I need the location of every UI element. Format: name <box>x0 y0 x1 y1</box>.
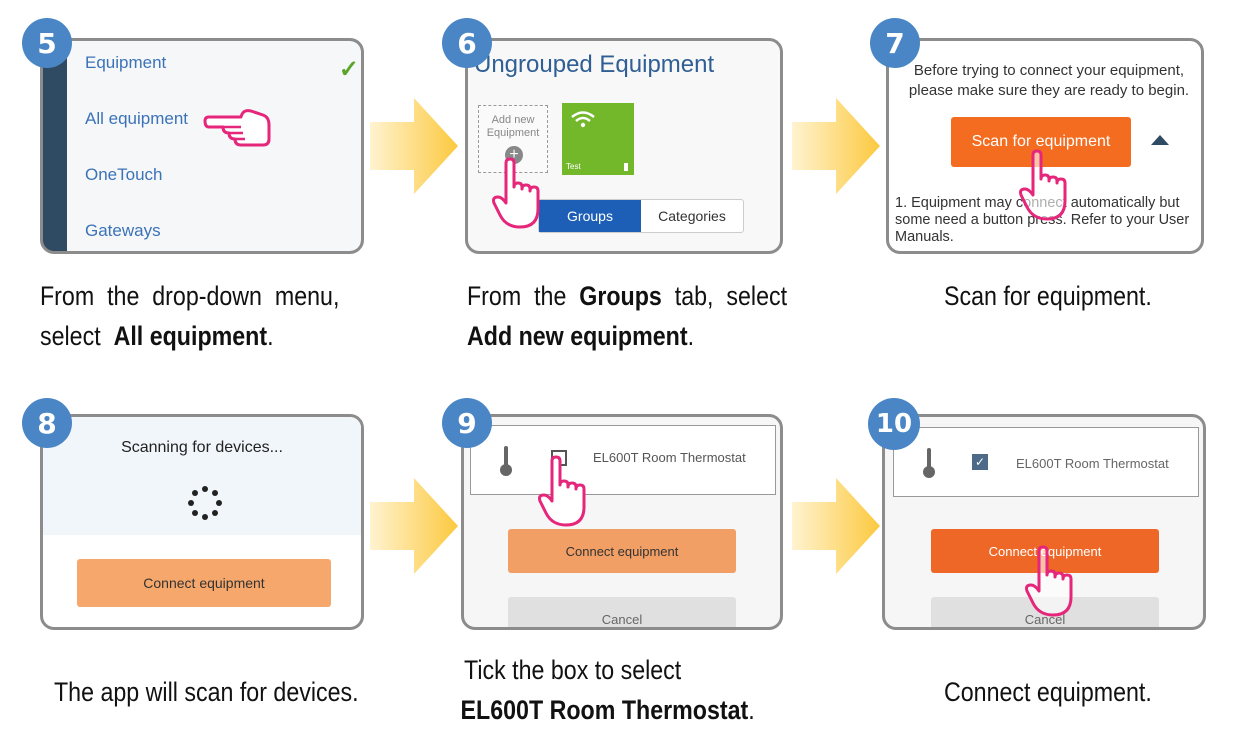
next-arrow-icon <box>370 98 458 194</box>
add-new-label: Add new Equipment <box>486 114 540 139</box>
check-icon: ✓ <box>338 56 359 83</box>
next-arrow-icon <box>792 98 880 194</box>
screen-step-7: Before trying to connect your equipment,… <box>886 38 1204 254</box>
step-badge-10: 10 <box>868 398 920 450</box>
device-row[interactable]: EL600T Room Thermostat <box>470 425 776 495</box>
pointing-hand-icon <box>203 109 271 147</box>
next-arrow-icon <box>370 478 458 574</box>
wifi-icon <box>571 111 595 128</box>
menu-item-gateways[interactable]: Gateways <box>85 221 161 240</box>
caption-text: . <box>267 321 274 351</box>
tile-label: Test <box>566 162 581 171</box>
cancel-button[interactable]: Cancel <box>508 597 736 627</box>
pointing-hand-icon <box>1025 545 1073 617</box>
caption-text: select <box>40 321 101 351</box>
pointing-hand-icon <box>492 157 540 229</box>
step-badge-7: 7 <box>870 18 920 68</box>
caption-text: . <box>687 321 695 351</box>
caption-line: Add new equipment. <box>467 316 785 356</box>
connect-equipment-button[interactable]: Connect equipment <box>508 529 736 573</box>
step-badge-8: 8 <box>22 398 72 448</box>
caption-bold: Groups <box>579 281 662 311</box>
screen-step-6: Ungrouped Equipment Add new Equipment + … <box>465 38 783 254</box>
caption-bold: Add new equipment <box>467 321 688 351</box>
caption-line: select All equipment. <box>40 316 365 356</box>
dropdown-menu: Equipment ✓ All equipment OneTouch Gatew… <box>67 41 361 251</box>
connect-equipment-button[interactable]: Connect equipment <box>77 559 331 607</box>
caption-bold: All equipment <box>113 321 268 351</box>
screen-step-8: Scanning for devices... Connect equipmen… <box>40 414 364 630</box>
screen-step-9: EL600T Room Thermostat Connect equipment… <box>461 414 783 630</box>
pointing-hand-icon <box>1019 149 1067 221</box>
scan-area <box>43 417 361 535</box>
caption-text: tab, select <box>674 281 788 311</box>
caption-line: From the drop-down menu, <box>40 281 340 311</box>
menu-item-equipment[interactable]: Equipment <box>85 53 167 72</box>
device-name: EL600T Room Thermostat <box>593 450 746 465</box>
caption-bold: EL600T Room Thermostat <box>460 695 749 725</box>
thermometer-icon <box>500 446 512 476</box>
intro-text: Before trying to connect your equipment,… <box>908 62 1190 99</box>
caption-step-7: Scan for equipment. <box>944 281 1152 311</box>
background-content <box>61 89 65 106</box>
step-badge-5: 5 <box>22 18 72 68</box>
caption-step-9: Tick the box to select EL600T Room Therm… <box>461 650 791 730</box>
caption-line: From the Groups tab, select <box>467 276 788 316</box>
caption-text: From the <box>467 281 567 311</box>
collapse-icon[interactable] <box>1151 135 1169 145</box>
caption-step-5: From the drop-down menu, select All equi… <box>40 276 365 356</box>
tab-bar: Groups Categories <box>538 199 744 233</box>
scanning-status: Scanning for devices... <box>121 439 283 456</box>
caption-step-8: The app will scan for devices. <box>54 677 359 707</box>
caption-line: EL600T Room Thermostat. <box>461 690 791 730</box>
device-row[interactable]: ✓ EL600T Room Thermostat <box>893 427 1199 497</box>
step-badge-6: 6 <box>442 18 492 68</box>
screen-step-10: ✓ EL600T Room Thermostat Connect equipme… <box>882 414 1206 630</box>
screen-step-5: Equipment ✓ All equipment OneTouch Gatew… <box>40 38 364 254</box>
next-arrow-icon <box>792 478 880 574</box>
tab-groups[interactable]: Groups <box>539 200 641 232</box>
menu-item-onetouch[interactable]: OneTouch <box>85 165 163 184</box>
caption-step-10: Connect equipment. <box>944 677 1152 707</box>
tab-categories[interactable]: Categories <box>658 208 726 224</box>
equipment-tile[interactable]: Test <box>562 103 634 175</box>
loading-spinner-icon <box>188 486 222 520</box>
device-name: EL600T Room Thermostat <box>1016 456 1169 471</box>
device-checkbox-checked[interactable]: ✓ <box>972 454 988 470</box>
page-title: Ungrouped Equipment <box>474 51 715 78</box>
caption-step-6: From the Groups tab, select Add new equi… <box>467 276 788 356</box>
step-badge-9: 9 <box>442 398 492 448</box>
thermometer-icon <box>624 163 628 171</box>
pointing-hand-icon <box>538 455 586 527</box>
thermometer-icon <box>923 448 935 478</box>
caption-text: . <box>748 695 755 725</box>
menu-item-all-equipment[interactable]: All equipment <box>85 109 189 128</box>
caption-line: Tick the box to select <box>464 655 682 685</box>
